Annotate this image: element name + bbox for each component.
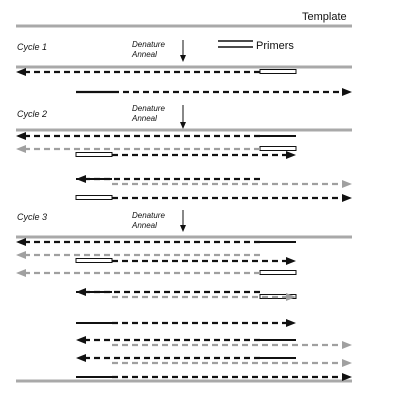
cycle-2-strand-5-arrow-head-icon xyxy=(342,180,352,188)
cycle-3-strand-12-arrow-head-icon xyxy=(342,373,352,381)
cycle-2-strand-1-arrow-head-icon xyxy=(16,132,26,140)
cycle-1-new-strand-rev-arrow-head-icon xyxy=(16,68,26,76)
cycle-2-denature-label: Denature xyxy=(132,104,165,113)
cycle-3-strand-3-arrow-head-icon xyxy=(286,257,296,265)
cycle-3-strand-11-arrow-head-icon xyxy=(342,359,352,367)
cycle-1-down-arrow-icon-head xyxy=(180,55,186,62)
cycle-2-strand-3-arrow-head-icon xyxy=(286,151,296,159)
cycle-3-denature-label: Denature xyxy=(132,211,165,220)
cycle-3-strand-4-arrow-head-icon xyxy=(16,269,26,277)
cycle-3-down-arrow-icon-head xyxy=(180,225,186,232)
cycle-2-anneal-label: Anneal xyxy=(132,114,157,123)
cycle-1-anneal-label: Anneal xyxy=(132,50,157,59)
cycle-2-strand-6-arrow-head-icon xyxy=(342,194,352,202)
cycle-3-primer-b xyxy=(75,258,113,263)
cycle-2-primer-e xyxy=(75,195,113,200)
cycle-3-anneal-label: Anneal xyxy=(132,221,157,230)
cycle-1-new-strand-fwd-arrow-head-icon xyxy=(342,88,352,96)
primers-legend-label: Primers xyxy=(256,40,294,52)
cycle-2-down-arrow-icon-head xyxy=(180,122,186,129)
cycle-3-strand-8-arrow-head-icon xyxy=(76,336,86,344)
cycle-3-label: Cycle 3 xyxy=(17,212,48,222)
cycle-2-label: Cycle 2 xyxy=(17,109,48,119)
cycle-2-primer-c xyxy=(75,152,113,157)
cycle-2-primer-b xyxy=(259,146,297,151)
cycle-3-strand-10-arrow-head-icon xyxy=(76,354,86,362)
template-legend-label: Template xyxy=(302,11,347,23)
cycle-1-denature-label: Denature xyxy=(132,40,165,49)
cycle-1-label: Cycle 1 xyxy=(17,42,48,52)
cycle-3-strand-1-arrow-head-icon xyxy=(16,238,26,246)
cycle-2-strand-2-arrow-head-icon xyxy=(16,145,26,153)
cycle-3-primer-c xyxy=(259,270,297,275)
cycle-3-strand-6-arrow-head-icon xyxy=(286,293,296,301)
cycle-3-strand-2-arrow-head-icon xyxy=(16,251,26,259)
cycle-3-strand-5-arrow-head-icon xyxy=(76,288,86,296)
cycle-1-primer-top xyxy=(259,69,297,74)
cycle-2-strand-4-arrow-head-icon xyxy=(76,175,86,183)
cycle-3-strand-7-arrow-head-icon xyxy=(286,319,296,327)
cycle-3-strand-9-arrow-head-icon xyxy=(342,341,352,349)
